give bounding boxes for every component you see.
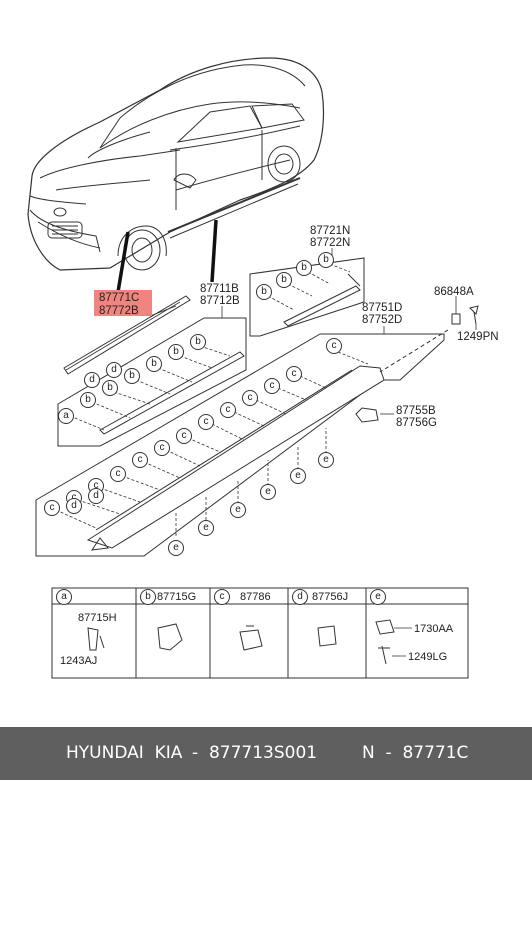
footer-brand: HYUNDAI KIA xyxy=(66,743,183,763)
callout-circle-b: b xyxy=(190,334,206,350)
callout-circle-e: e xyxy=(290,468,306,484)
table-letter-b: b xyxy=(140,589,156,605)
callout-circle-b: b xyxy=(168,344,184,360)
callout-circle-d: d xyxy=(84,372,100,388)
footer-ref: N - 87771C xyxy=(362,743,469,763)
callout-circle-b: b xyxy=(80,392,96,408)
table-e-top: 1730AA xyxy=(414,623,454,635)
box-87721n xyxy=(249,257,365,337)
label-87755b: 87755B xyxy=(396,405,436,417)
label-86848a: 86848A xyxy=(434,286,474,298)
callout-circle-d: d xyxy=(66,498,82,514)
callout-circle-c: c xyxy=(242,390,258,406)
fastener-table xyxy=(51,587,469,679)
callout-circle-c: c xyxy=(264,378,280,394)
table-a-top: 87715H xyxy=(78,612,117,624)
callout-circle-b: b xyxy=(146,356,162,372)
callout-circle-b: b xyxy=(124,368,140,384)
label-87722n: 87722N xyxy=(310,237,351,249)
label-87752d: 87752D xyxy=(362,314,403,326)
callout-circle-d: d xyxy=(106,362,122,378)
callout-circle-e: e xyxy=(318,452,334,468)
callout-circle-c: c xyxy=(220,402,236,418)
table-letter-e: e xyxy=(370,589,386,605)
box-87711b xyxy=(57,317,247,447)
footer-code: - 877713S001 xyxy=(192,743,318,763)
callout-circle-c: c xyxy=(286,366,302,382)
table-part-d: 87756J xyxy=(312,591,349,603)
callout-circle-b: b xyxy=(318,252,334,268)
car-illustration xyxy=(27,57,325,271)
callout-circle-d: d xyxy=(88,488,104,504)
callout-circle-a: a xyxy=(58,408,74,424)
label-87771c: 87771C xyxy=(99,292,140,304)
table-part-c: 87786 xyxy=(240,591,271,603)
box-87751d xyxy=(35,333,445,557)
callout-circle-e: e xyxy=(198,520,214,536)
callout-circle-c: c xyxy=(154,440,170,456)
callout-circle-c: c xyxy=(44,500,60,516)
table-a-bottom: 1243AJ xyxy=(60,655,98,667)
callout-circle-c: c xyxy=(326,338,342,354)
table-letter-c: c xyxy=(214,589,230,605)
callout-circle-c: c xyxy=(176,428,192,444)
callout-circle-c: c xyxy=(132,452,148,468)
callout-circle-e: e xyxy=(260,484,276,500)
callout-circle-b: b xyxy=(256,284,272,300)
callout-circle-e: e xyxy=(168,540,184,556)
footer-bar: HYUNDAI KIA - 877713S001 N - 87771C xyxy=(0,727,532,780)
label-87751d: 87751D xyxy=(362,302,403,314)
callout-circle-e: e xyxy=(230,502,246,518)
table-part-b: 87715G xyxy=(157,591,197,603)
label-87721n: 87721N xyxy=(310,225,351,237)
label-87756g: 87756G xyxy=(396,417,437,429)
highlight-87771c xyxy=(94,290,152,316)
callout-circle-c: c xyxy=(198,414,214,430)
callout-circle-b: b xyxy=(102,380,118,396)
label-1249pn: 1249PN xyxy=(457,331,499,343)
label-87772b: 87772B xyxy=(99,305,139,317)
table-letter-d: d xyxy=(292,589,308,605)
callout-circle-b: b xyxy=(276,272,292,288)
label-87712b: 87712B xyxy=(200,295,240,307)
callout-circle-c: c xyxy=(110,466,126,482)
label-87711b: 87711B xyxy=(200,283,239,295)
parts-diagram xyxy=(27,57,479,679)
table-e-bottom: 1249LG xyxy=(408,651,448,663)
callout-circle-b: b xyxy=(296,260,312,276)
table-letter-a: a xyxy=(56,589,72,605)
